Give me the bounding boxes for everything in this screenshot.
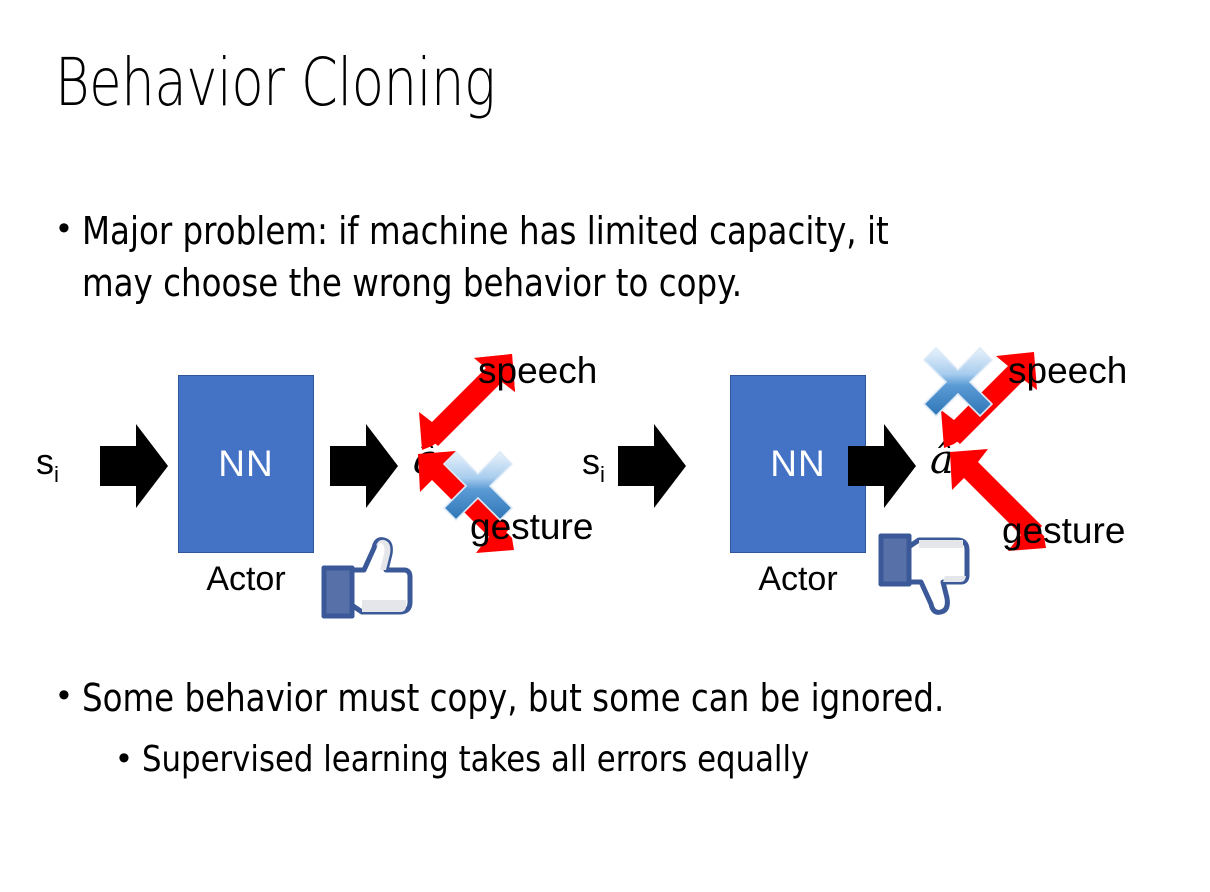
- input-arrow-icon: [100, 424, 168, 508]
- state-label-left: si: [36, 444, 59, 487]
- state-subscript: i: [600, 462, 605, 488]
- bullet-text: Some behavior must copy, but some can be…: [81, 676, 945, 720]
- cross-out-icon-speech: [922, 346, 994, 418]
- actor-caption-left: Actor: [206, 560, 286, 598]
- state-subscript: i: [54, 462, 59, 488]
- diagram-actor-gesture-ignored: si NN Actor âi speech gesture: [18, 340, 618, 640]
- state-symbol: s: [36, 441, 54, 482]
- bullet-text: Supervised learning takes all errors equ…: [141, 739, 810, 780]
- action-symbol-hat: â: [930, 437, 954, 483]
- bullet-item-problem: • Major problem: if machine has limited …: [58, 205, 1025, 310]
- branch-label-speech-right: speech: [1008, 350, 1128, 391]
- nn-box-right: NN: [730, 375, 866, 553]
- output-arrow-icon: [330, 424, 398, 508]
- bullet-item-some-behavior: • Some behavior must copy, but some can …: [58, 672, 1090, 724]
- branch-label-gesture-left: gesture: [470, 506, 594, 547]
- nn-box-label: NN: [770, 443, 826, 484]
- bullet-item-supervised: • Supervised learning takes all errors e…: [118, 735, 922, 785]
- branch-label-speech-left: speech: [478, 350, 598, 391]
- bullet-marker-icon: •: [58, 676, 70, 714]
- output-arrow-icon: [848, 424, 916, 508]
- bullet-marker-icon: •: [118, 739, 130, 777]
- diagram-actor-speech-ignored: si NN Actor â i speech gesture: [570, 340, 1170, 640]
- state-label-right: si: [582, 444, 605, 487]
- gesture-double-arrow-icon: [950, 449, 1046, 551]
- page-title: Behavior Cloning: [55, 44, 496, 121]
- state-symbol: s: [582, 441, 600, 482]
- nn-box-left: NN: [178, 375, 314, 553]
- branch-label-gesture-right: gesture: [1002, 510, 1126, 551]
- bullet-marker-icon: •: [58, 209, 70, 247]
- speech-double-arrow-icon: [941, 352, 1037, 448]
- cross-out-icon-gesture: [442, 450, 514, 522]
- actor-caption-right: Actor: [758, 560, 838, 598]
- input-arrow-icon: [618, 424, 686, 508]
- bullet-text: Major problem: if machine has limited ca…: [81, 209, 889, 306]
- thumbs-up-icon: [321, 537, 413, 619]
- nn-box-label: NN: [218, 443, 274, 484]
- thumbs-down-icon: [878, 533, 970, 615]
- speech-double-arrow-icon: [419, 354, 515, 450]
